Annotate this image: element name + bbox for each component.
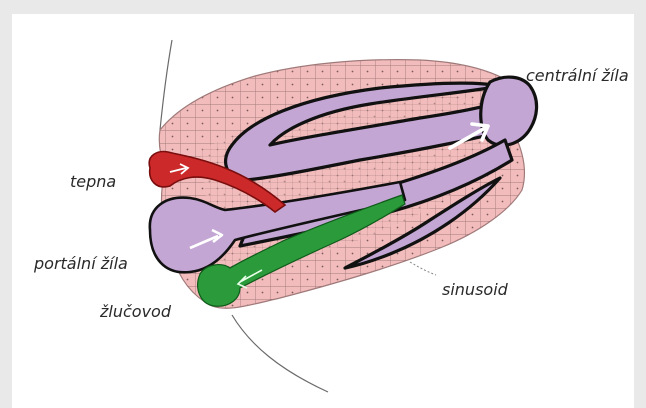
upper-pointer-line [160,40,172,130]
label-artery: tepna [70,172,116,191]
label-bile-duct: žlučovod [100,302,171,321]
sinusoid-pointer [410,262,436,275]
label-central-vein: centrální žíla [526,66,629,85]
figure-frame: centrální žíla tepna portální žíla žlučo… [12,14,634,408]
label-portal-vein: portální žíla [34,254,128,273]
lower-pointer-line [232,315,328,392]
label-sinusoid: sinusoid [442,280,508,299]
